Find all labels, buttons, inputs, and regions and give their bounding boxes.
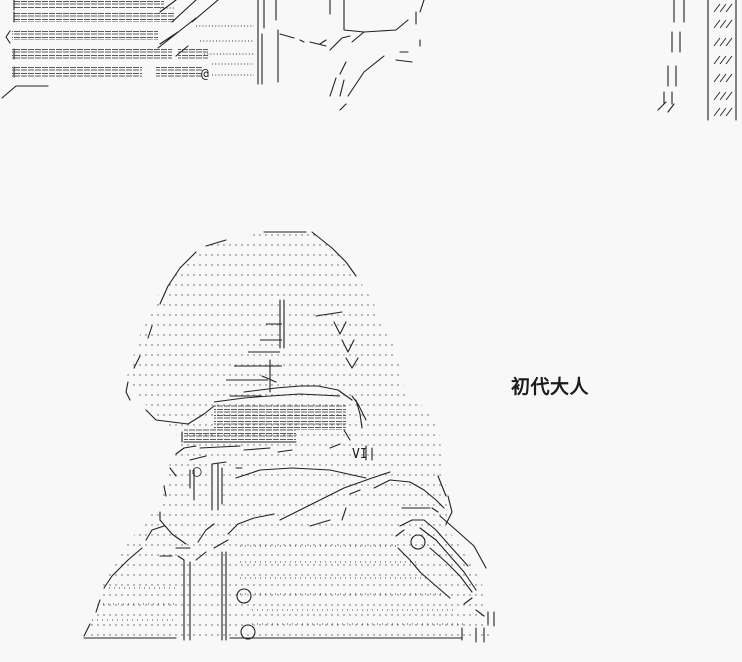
svg-text:〇: 〇 [192, 467, 202, 479]
hooded-figure: VI 〇 [83, 230, 495, 643]
top-scene: @ [1, 0, 737, 121]
character-caption: 初代大人 [511, 376, 590, 398]
at-glyph: @ [201, 67, 209, 82]
vi-glyph: VI [352, 447, 368, 462]
